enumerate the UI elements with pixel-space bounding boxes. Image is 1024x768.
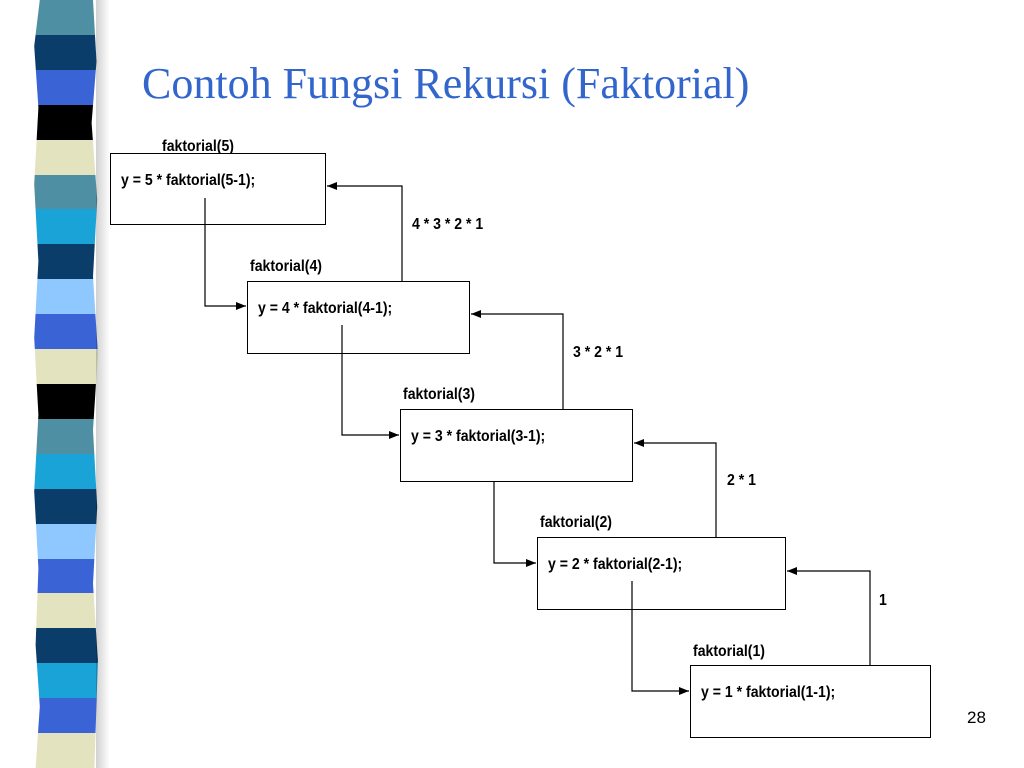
decorative-stripe xyxy=(34,488,98,524)
decorative-stripe xyxy=(34,174,98,210)
decorative-stripe xyxy=(34,523,98,559)
call-code-faktorial-2: y = 2 * faktorial(2-1); xyxy=(548,556,683,573)
slide-number: 28 xyxy=(967,708,986,727)
decorative-stripe-band xyxy=(34,0,98,768)
decorative-stripe xyxy=(34,349,98,384)
decorative-stripe xyxy=(34,244,98,280)
call-code-faktorial-4: y = 4 * faktorial(4-1); xyxy=(258,300,393,317)
call-label-faktorial-1: faktorial(1) xyxy=(693,643,765,660)
decorative-stripe xyxy=(34,383,98,419)
decorative-stripe xyxy=(34,34,98,70)
call-arrow-5-to-4 xyxy=(204,198,246,310)
call-code-faktorial-3: y = 3 * faktorial(3-1); xyxy=(411,428,546,445)
decorative-stripe xyxy=(34,69,98,105)
call-box-faktorial-3: y = 3 * faktorial(3-1); xyxy=(400,409,633,482)
decorative-stripe-shadow xyxy=(96,0,110,768)
decorative-stripe xyxy=(34,628,98,664)
decorative-stripe xyxy=(34,558,98,594)
decorative-stripe xyxy=(34,733,98,768)
call-arrow-2-to-1 xyxy=(631,581,689,695)
decorative-stripe xyxy=(34,418,98,454)
call-label-faktorial-5: faktorial(5) xyxy=(162,138,234,155)
return-value-to-faktorial-3: 2 * 1 xyxy=(727,472,756,489)
call-box-faktorial-1: y = 1 * faktorial(1-1); xyxy=(690,665,931,738)
decorative-stripe xyxy=(34,0,98,35)
call-code-faktorial-5: y = 5 * faktorial(5-1); xyxy=(121,172,256,189)
decorative-stripe xyxy=(34,279,98,315)
return-value-to-faktorial-5: 4 * 3 * 2 * 1 xyxy=(412,216,484,233)
slide-title: Contoh Fungsi Rekursi (Faktorial) xyxy=(142,59,750,108)
call-box-faktorial-5: y = 5 * faktorial(5-1); xyxy=(110,153,326,225)
return-value-to-faktorial-4: 3 * 2 * 1 xyxy=(573,344,624,361)
return-arrow-4-to-5 xyxy=(327,182,403,281)
call-label-faktorial-2: faktorial(2) xyxy=(540,514,612,531)
call-box-faktorial-4: y = 4 * faktorial(4-1); xyxy=(247,281,470,354)
call-label-faktorial-3: faktorial(3) xyxy=(403,386,475,403)
call-code-faktorial-1: y = 1 * faktorial(1-1); xyxy=(701,684,836,701)
call-label-faktorial-4: faktorial(4) xyxy=(250,258,322,275)
decorative-stripe xyxy=(34,453,98,489)
call-arrow-3-to-2 xyxy=(493,482,536,567)
decorative-stripe xyxy=(34,593,98,629)
decorative-stripe xyxy=(34,209,98,245)
decorative-stripe xyxy=(34,104,98,140)
call-box-faktorial-2: y = 2 * faktorial(2-1); xyxy=(537,537,786,610)
return-arrow-3-to-4 xyxy=(471,310,564,409)
return-arrow-1-to-2 xyxy=(787,567,871,665)
decorative-stripe xyxy=(34,698,98,734)
decorative-stripe xyxy=(34,314,98,350)
return-arrow-2-to-3 xyxy=(634,439,717,537)
decorative-stripe xyxy=(34,139,98,175)
return-value-to-faktorial-2: 1 xyxy=(879,592,887,609)
decorative-stripe xyxy=(34,663,98,699)
call-arrow-4-to-3 xyxy=(341,325,399,439)
